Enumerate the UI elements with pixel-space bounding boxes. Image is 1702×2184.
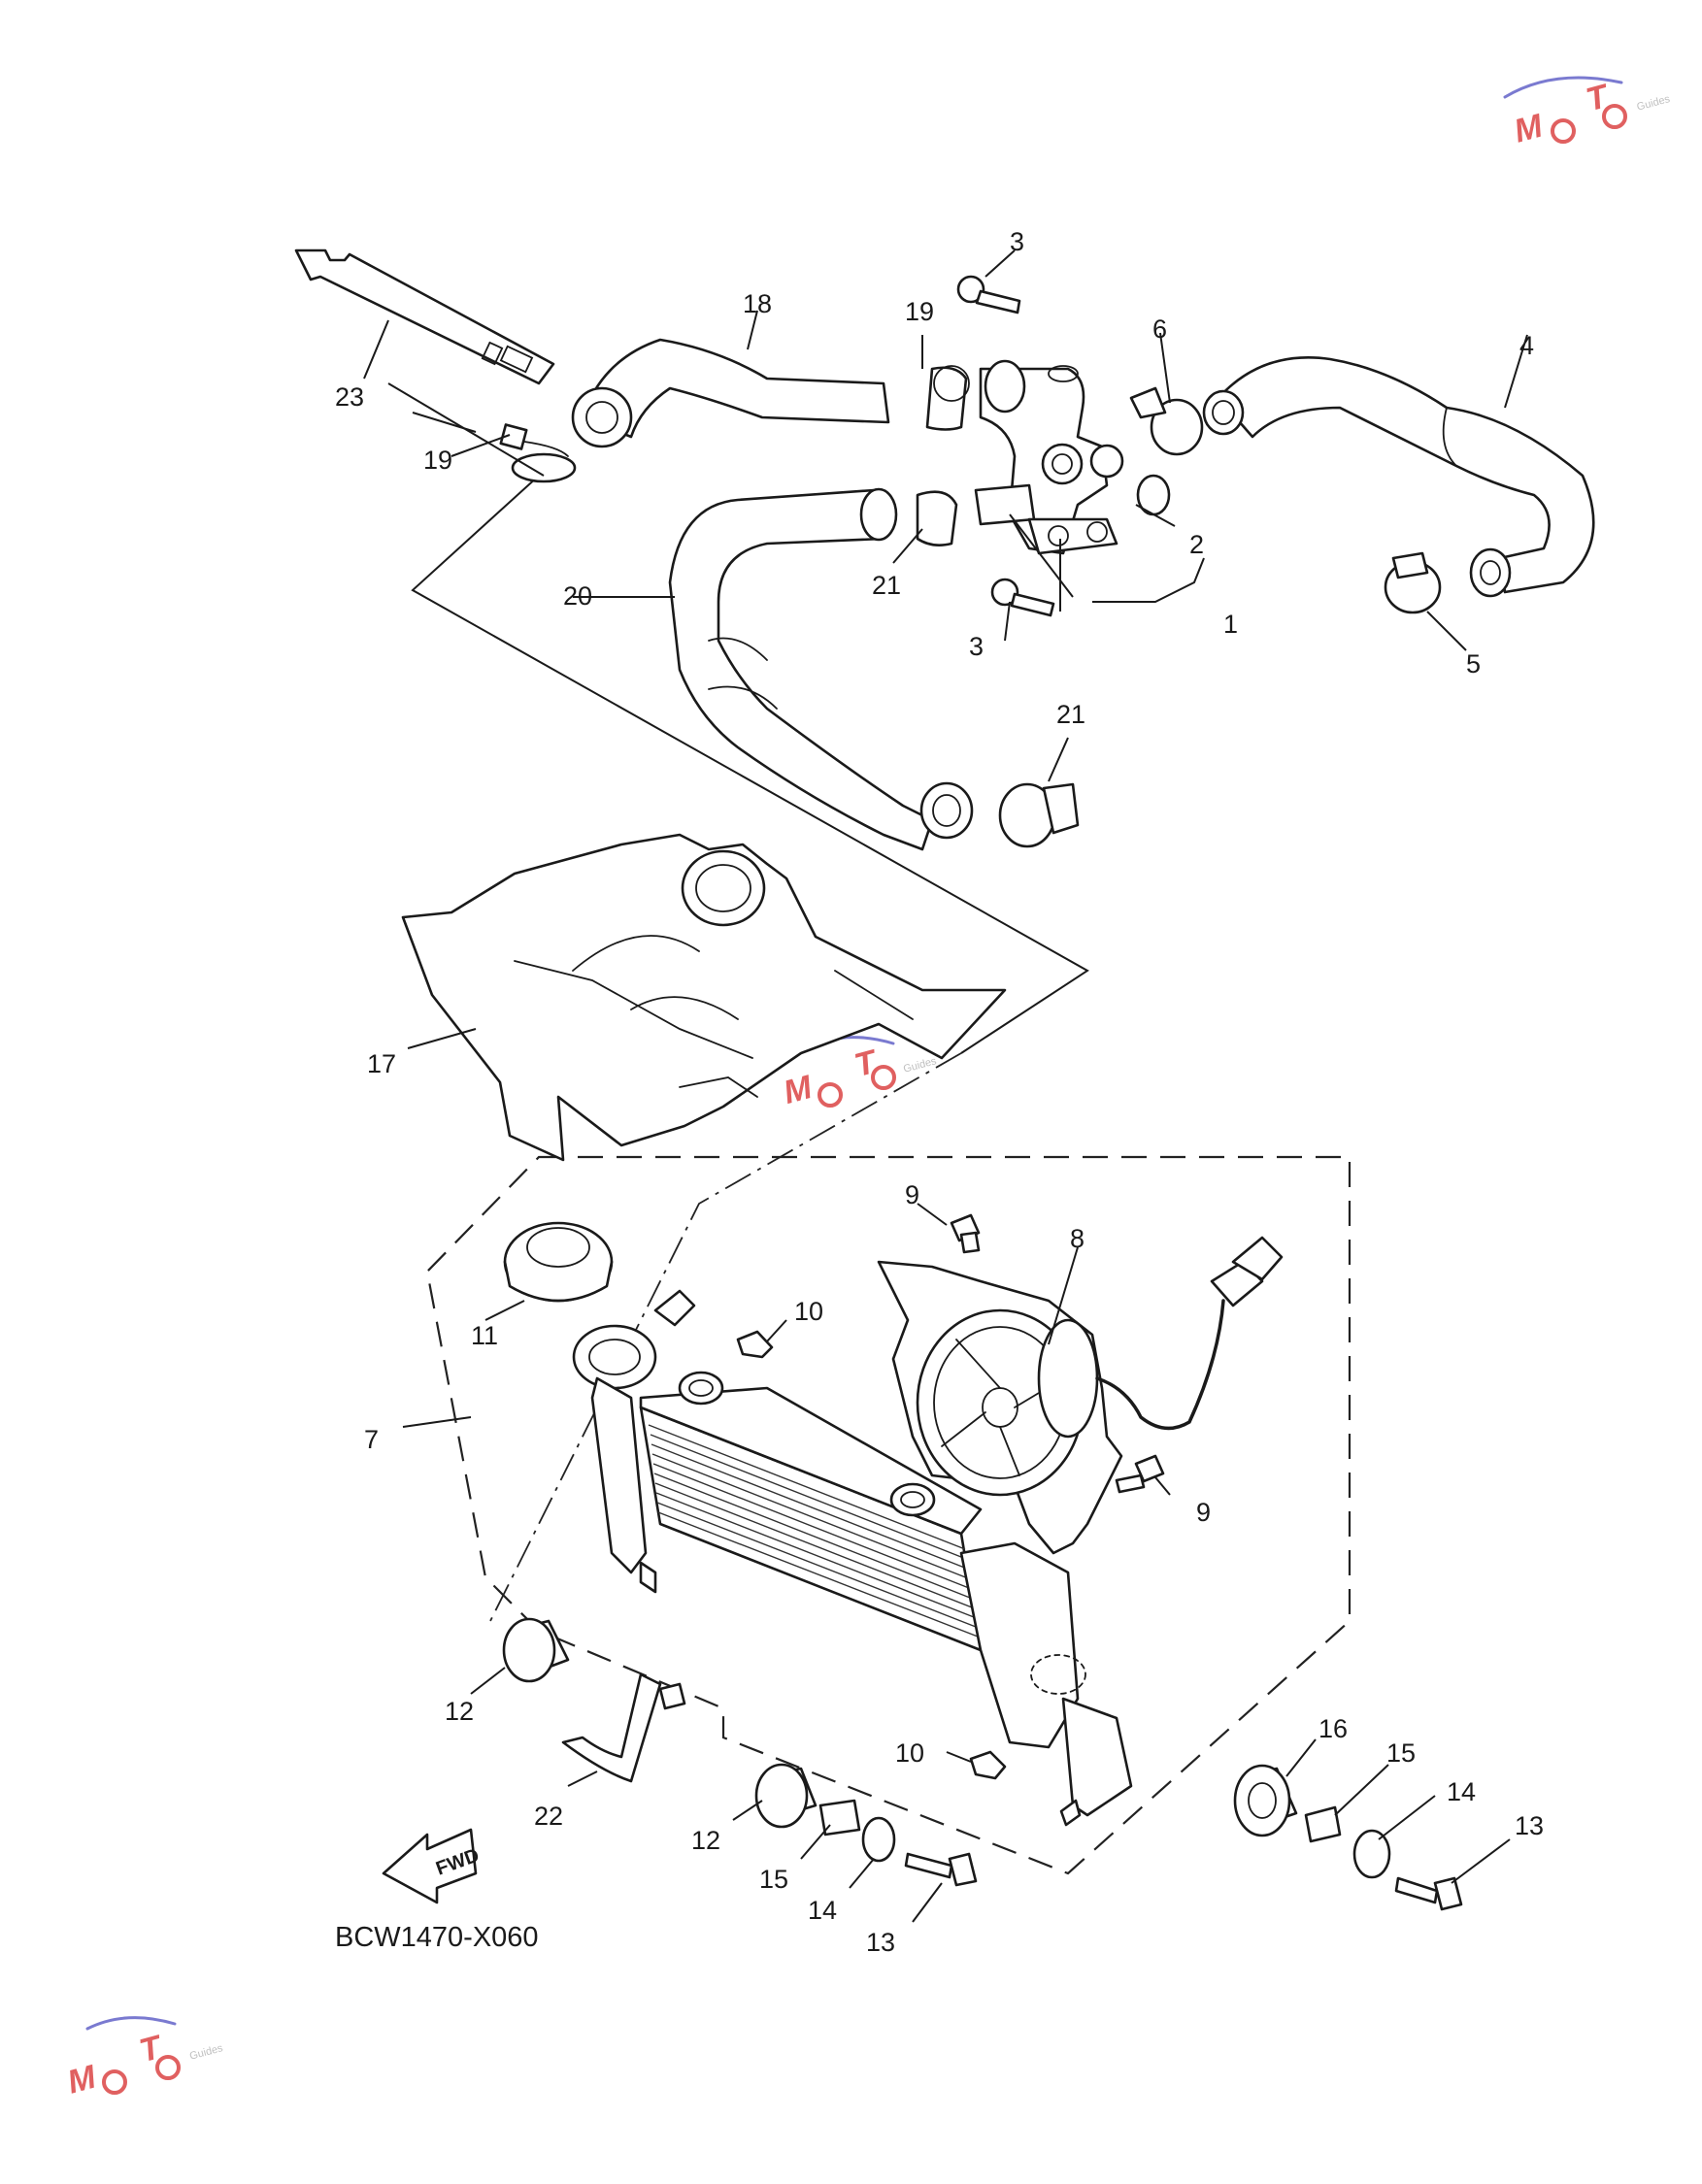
callout-13-lower: 13: [866, 1928, 895, 1957]
part-8-fan-assembly: [877, 1236, 1284, 1555]
callout-12-lower: 12: [691, 1826, 720, 1855]
part-3-bolt-lower: [990, 578, 1055, 617]
assembly-line-upper: [411, 475, 1089, 1054]
svg-text:Guides: Guides: [188, 2042, 224, 2063]
callout-3-lower: 3: [969, 632, 984, 661]
part-12-grommet-upper: [502, 1617, 570, 1683]
callout-9-upper: 9: [905, 1180, 919, 1209]
svg-text:Guides: Guides: [902, 1055, 938, 1075]
part-17-shroud: [401, 833, 1007, 1162]
callout-9-lower: 9: [1196, 1498, 1211, 1527]
part-14-washer-right: [1352, 1829, 1391, 1879]
callout-1: 1: [1223, 610, 1238, 639]
callout-15-lower: 15: [759, 1865, 788, 1894]
svg-text:T: T: [851, 1042, 883, 1084]
assembly-line-lower: [489, 1052, 962, 1622]
part-23-protector-tape: [294, 248, 555, 385]
callout-11: 11: [471, 1321, 498, 1350]
svg-text:T: T: [136, 2028, 168, 2069]
callout-17: 17: [367, 1049, 396, 1078]
part-9-bolt-upper: [950, 1213, 981, 1254]
part-9-bolt-lower: [1115, 1454, 1165, 1494]
part-22-bracket: [561, 1672, 686, 1783]
callout-14-right: 14: [1447, 1777, 1476, 1806]
callout-16: 16: [1318, 1714, 1348, 1743]
part-10-nut-lower: [969, 1750, 1007, 1780]
callout-15-right: 15: [1386, 1738, 1416, 1768]
part-11-radiator-cap: [503, 1221, 614, 1303]
callout-14-lower: 14: [808, 1896, 837, 1925]
callout-23: 23: [335, 382, 364, 412]
callout-3-upper: 3: [1010, 227, 1024, 256]
watermark-logo-bottom-left: M T Guides: [64, 2016, 224, 2101]
callout-labels: 1 2 3 3 4 5 6 7 8 9 9 10 10 11 12 12 13 …: [335, 227, 1544, 1957]
part-18-radiator-hose: [571, 338, 890, 448]
callout-5: 5: [1466, 649, 1481, 678]
svg-text:M: M: [64, 2058, 101, 2101]
callout-7: 7: [364, 1425, 379, 1454]
callout-6: 6: [1152, 314, 1167, 344]
fwd-arrow: FWD: [382, 1828, 483, 1904]
svg-text:M: M: [1511, 107, 1548, 149]
part-19-hose-clamp-right: [925, 365, 970, 431]
part-13-bolt-lower: [904, 1852, 978, 1887]
part-13-bolt-right: [1394, 1876, 1463, 1911]
callout-12-upper: 12: [445, 1697, 474, 1726]
part-15-collar-right: [1304, 1805, 1342, 1843]
part-14-washer-lower: [861, 1816, 896, 1863]
svg-text:T: T: [1583, 77, 1615, 118]
part-3-bolt-upper: [956, 275, 1021, 314]
callout-22: 22: [534, 1802, 563, 1831]
svg-text:M: M: [780, 1069, 817, 1111]
callout-4: 4: [1519, 331, 1534, 360]
callout-19-right: 19: [905, 297, 934, 326]
callout-2: 2: [1189, 530, 1204, 559]
callout-8: 8: [1070, 1224, 1085, 1253]
callout-21-lower: 21: [1056, 700, 1085, 729]
part-6-hose-clamp: [1129, 386, 1204, 456]
part-16-grommet: [1233, 1764, 1298, 1837]
callout-21-upper: 21: [872, 571, 901, 600]
part-12-grommet-lower: [754, 1763, 818, 1829]
part-4-radiator-hose: [1202, 356, 1595, 598]
part-19-hose-clamp-left: [499, 423, 577, 483]
part-20-radiator-hose: [668, 487, 974, 851]
part-21-hose-clamp-lower: [998, 782, 1080, 848]
svg-text:Guides: Guides: [1636, 93, 1672, 114]
radiator-fins: [648, 1424, 979, 1638]
part-7-radiator: [572, 1289, 1133, 1827]
part-5-hose-clamp: [1384, 551, 1442, 614]
radiator-assembly-boundary: [425, 1155, 1352, 1875]
part-21-hose-clamp-upper: [916, 490, 958, 546]
callout-10-upper: 10: [794, 1297, 823, 1326]
part-1-thermostat-assembly: [974, 359, 1124, 555]
callout-19-left: 19: [423, 446, 452, 475]
callout-10-lower: 10: [895, 1738, 924, 1768]
part-10-nut-upper: [736, 1330, 774, 1359]
callout-13-right: 13: [1515, 1811, 1544, 1840]
watermark-logo-top-right: M T Guides: [1503, 76, 1672, 150]
callout-18: 18: [743, 289, 772, 318]
leader-lines: [363, 249, 1528, 1923]
callout-20: 20: [563, 581, 592, 611]
diagram-code: BCW1470-X060: [335, 1922, 539, 1953]
